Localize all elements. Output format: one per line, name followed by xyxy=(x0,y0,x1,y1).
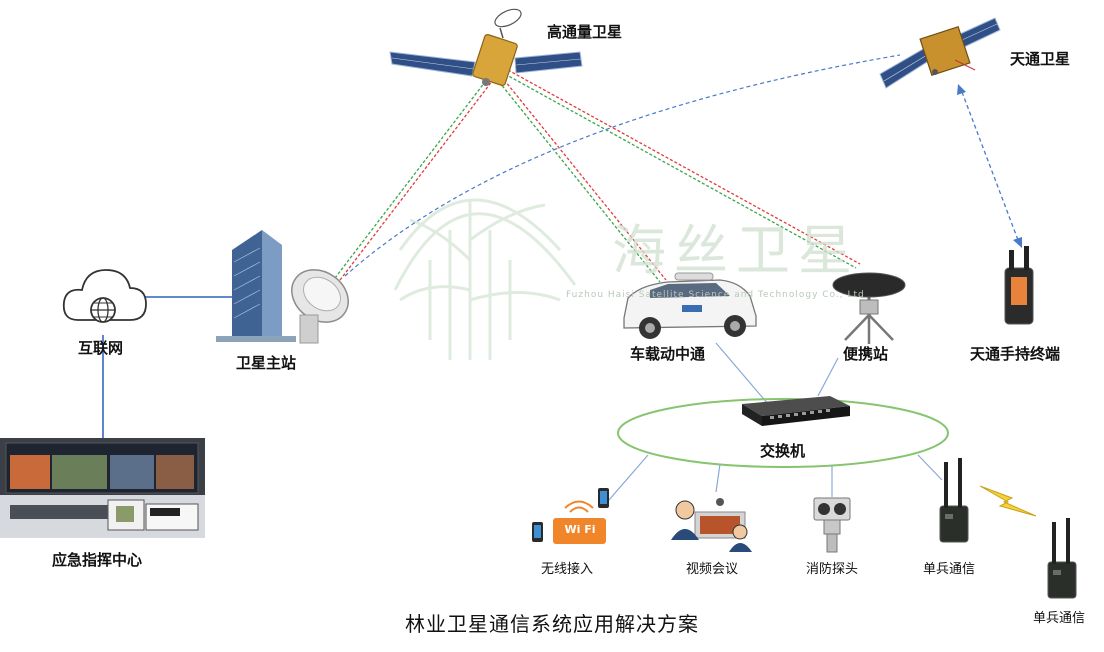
label-wireless-access: 无线接入 xyxy=(541,562,594,577)
watermark-text: 海丝卫星 xyxy=(612,219,860,282)
watermark-subtitle: Fuzhou Haisi Satellite Science and Techn… xyxy=(566,290,865,300)
label-vehicle: 车载动中通 xyxy=(630,345,706,363)
diagram-title: 林业卫星通信系统应用解决方案 xyxy=(405,612,699,636)
soldier-radio-2-icon xyxy=(1047,518,1077,599)
link-vehicle-switch xyxy=(715,342,769,405)
tiantong-satellite-icon xyxy=(879,17,1001,89)
internet-cloud-icon xyxy=(62,269,147,323)
label-soldier-comm-2: 单兵通信 xyxy=(1033,611,1086,626)
label-switch: 交换机 xyxy=(760,442,806,460)
label-tiantong-satellite: 天通卫星 xyxy=(1010,50,1071,68)
vehicle-icon xyxy=(623,272,757,339)
label-tiantong-handheld: 天通手持终端 xyxy=(970,345,1061,363)
wifi-text: Wi Fi xyxy=(564,523,596,536)
video-conference-icon xyxy=(671,498,752,552)
tiantong-handheld-icon xyxy=(1004,246,1034,325)
label-portable-station: 便携站 xyxy=(843,345,889,363)
switch-icon xyxy=(742,396,850,426)
link-main-station-hts xyxy=(334,77,494,281)
label-fire-camera: 消防探头 xyxy=(806,562,859,577)
link-portable-switch xyxy=(817,357,839,397)
link-wireless xyxy=(601,454,649,509)
hts-satellite-icon xyxy=(389,8,583,86)
label-hts-satellite: 高通量卫星 xyxy=(547,23,623,41)
link-main-station-tiantong xyxy=(344,54,901,277)
link-soldier xyxy=(917,454,943,481)
link-tiantong-handheld xyxy=(957,84,1022,248)
link-video xyxy=(715,463,721,493)
link-hts-vehicle xyxy=(495,75,667,283)
label-video-conference: 视频会议 xyxy=(686,562,739,577)
command-center-icon xyxy=(0,438,205,538)
wireless-access-icon xyxy=(532,488,609,544)
portable-station-icon xyxy=(832,272,906,344)
watermark-tree-icon xyxy=(393,198,577,360)
lightning-icon xyxy=(979,485,1037,517)
label-command-center: 应急指挥中心 xyxy=(52,551,143,569)
label-internet: 互联网 xyxy=(78,339,124,357)
soldier-radio-icon xyxy=(939,458,969,543)
lan-ellipse xyxy=(617,398,949,468)
main-station-icon xyxy=(216,230,349,344)
link-hts-portable xyxy=(504,69,861,269)
fire-camera-icon xyxy=(813,497,851,553)
label-main-station: 卫星主站 xyxy=(236,354,297,372)
label-soldier-comm-1: 单兵通信 xyxy=(923,562,976,577)
